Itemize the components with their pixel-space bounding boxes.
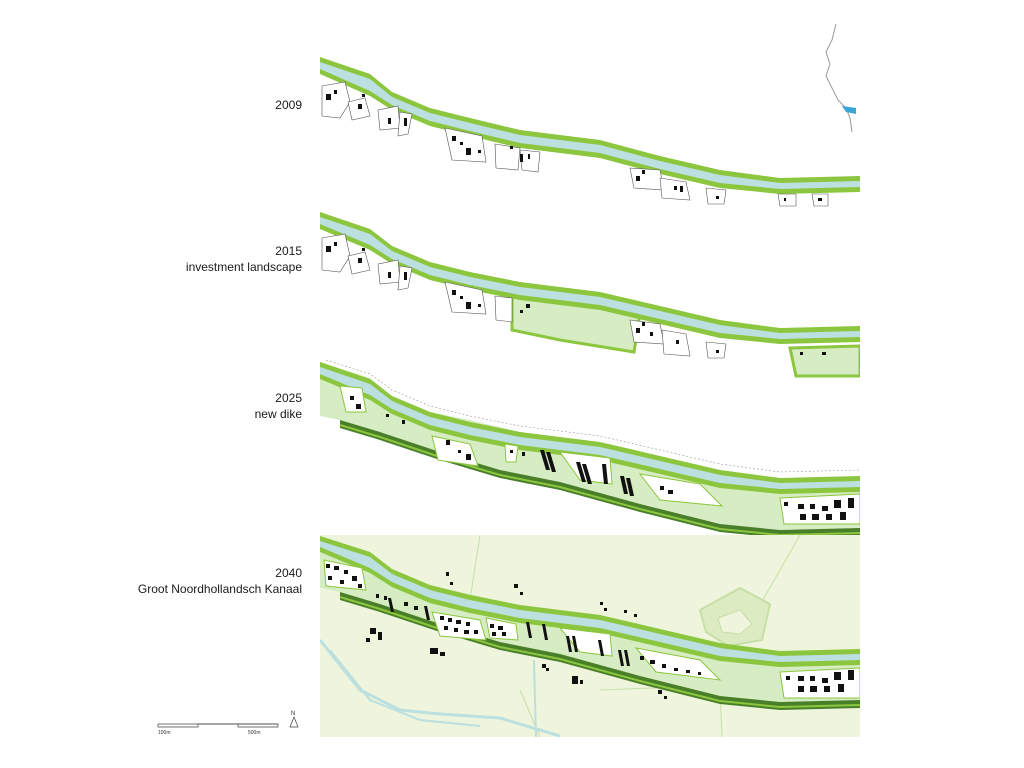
scale-bar: 100m 500m (157, 723, 279, 736)
panel-year: 2040 (275, 566, 302, 580)
river-location-inset (825, 23, 856, 133)
map-panel-2009 (320, 57, 860, 207)
scale-bar-right-label: 500m (248, 730, 261, 736)
panel-subtitle: Groot Noordhollandsch Kanaal (137, 582, 302, 596)
panel-label-2009: 2009 (275, 97, 302, 113)
panel-label-2015: 2015 investment landscape (186, 243, 302, 275)
panel-year: 2025 (275, 391, 302, 405)
map-panel-2025 (320, 359, 860, 538)
north-arrow-label: N (291, 711, 295, 717)
scale-bar-left-label: 100m (158, 730, 171, 736)
north-arrow: N (289, 711, 299, 728)
panel-year: 2015 (275, 244, 302, 258)
panel-label-2025: 2025 new dike (255, 390, 302, 422)
map-panel-2040 (320, 535, 860, 737)
panel-year: 2009 (275, 98, 302, 112)
north-arrow-icon (289, 716, 299, 728)
map-panel-2015 (320, 212, 860, 378)
panel-label-2040: 2040 Groot Noordhollandsch Kanaal (138, 565, 302, 597)
panel-subtitle: investment landscape (185, 260, 302, 274)
panel-subtitle: new dike (254, 407, 302, 421)
